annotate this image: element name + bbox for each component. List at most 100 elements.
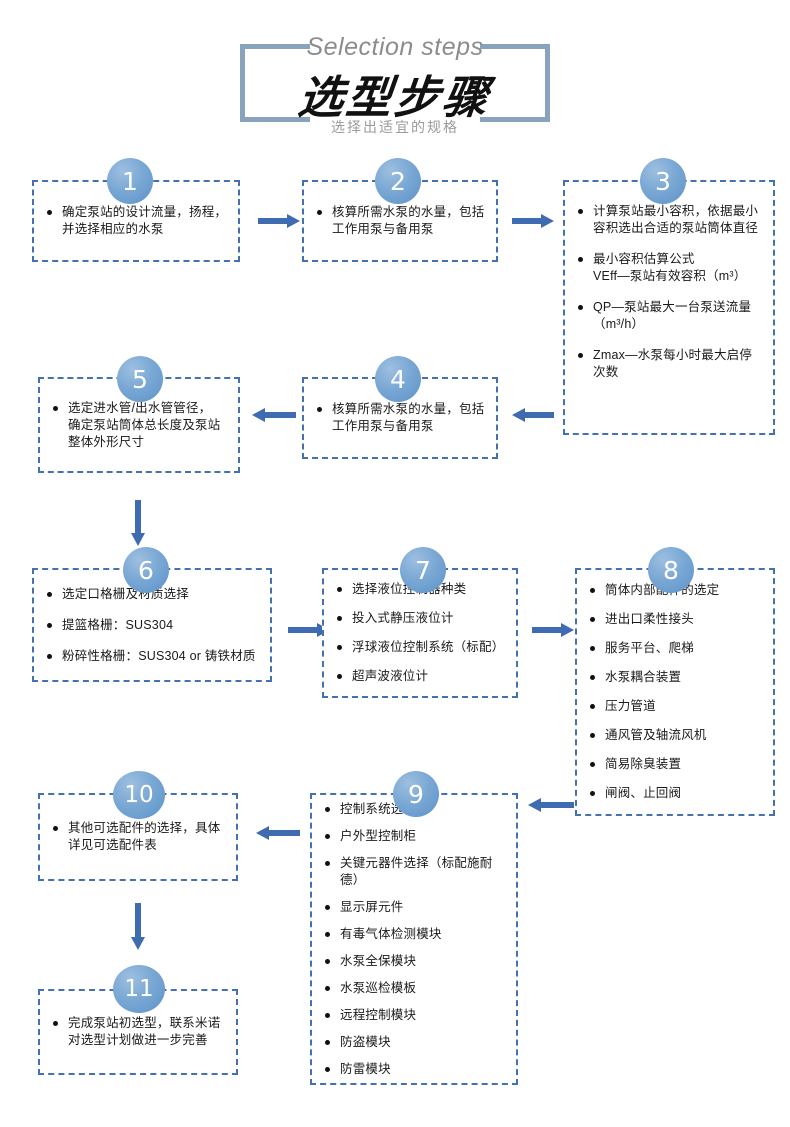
step-5-bullets: 选定进水管/出水管管径， 确定泵站筒体总长度及泵站 整体外形尺寸 (40, 379, 238, 471)
bullet-line-3: 整体外形尺寸 (68, 434, 145, 449)
list-item: 通风管及轴流风机 (589, 727, 763, 744)
step-badge-10: 10 (113, 771, 165, 819)
list-item: 关键元器件选择（标配施耐德） (324, 855, 506, 889)
page-header: Selection steps 选型步骤 选择出适宜的规格 (0, 0, 790, 150)
step-badge-11: 11 (113, 965, 165, 1013)
list-item: 显示屏元件 (324, 899, 506, 916)
bullet-line-1: 投入式静压液位计 (352, 611, 454, 625)
bullet-line-1: 选定进水管/出水管管径， (68, 400, 212, 415)
bullet-line-2: 并选择相应的水泵 (62, 222, 164, 236)
bullet-line-1: 服务平台、爬梯 (605, 641, 694, 655)
bullet-line-1: QP—泵站最大一台泵送流量 (593, 300, 752, 314)
list-item: 远程控制模块 (324, 1007, 506, 1024)
list-item: 水泵耦合装置 (589, 669, 763, 686)
bullet-line-2: VEff—泵站有效容积（m³） (593, 269, 747, 283)
step-8-bullets: 筒体内部配件的选定 进出口柔性接头 服务平台、爬梯 水泵耦合装置 压力管道 通风… (577, 570, 773, 814)
step-badge-4: 4 (375, 356, 421, 402)
step-box-3[interactable]: 计算泵站最小容积，依据最小 容积选出合适的泵站筒体直径 最小容积估算公式 VEf… (563, 180, 775, 435)
bullet-line-1: 通风管及轴流风机 (605, 728, 707, 742)
arrow-8-to-9 (528, 798, 574, 812)
bullet-line-2: 容积选出合适的泵站筒体直径 (593, 221, 759, 235)
bullet-line-1: 超声波液位计 (352, 669, 429, 683)
bullet-line-1: 防盗模块 (340, 1034, 391, 1049)
list-item: 水泵全保模块 (324, 953, 506, 970)
bullet-line-2: 工作用泵与备用泵 (332, 419, 434, 433)
step-badge-7: 7 (400, 547, 446, 593)
bullet-line-1: 远程控制模块 (340, 1007, 417, 1022)
step-3-bullets: 计算泵站最小容积，依据最小 容积选出合适的泵站筒体直径 最小容积估算公式 VEf… (565, 182, 773, 433)
list-item: 计算泵站最小容积，依据最小 容积选出合适的泵站筒体直径 (577, 203, 763, 237)
step-badge-9: 9 (393, 771, 439, 817)
step-4-bullets: 核算所需水泵的水量，包括 工作用泵与备用泵 (304, 379, 496, 457)
arrow-5-to-6 (131, 500, 145, 546)
arrow-3-to-4 (512, 408, 554, 422)
list-item: 超声波液位计 (336, 668, 506, 685)
bullet-line-1: 提篮格栅：SUS304 (62, 617, 174, 632)
step-1-bullets: 确定泵站的设计流量，扬程， 并选择相应的水泵 (34, 182, 238, 260)
step-11-bullets: 完成泵站初选型，联系米诺 对选型计划做进一步完善 (40, 991, 236, 1073)
list-item: 确定泵站的设计流量，扬程， 并选择相应的水泵 (46, 204, 228, 238)
bullet-line-1: 粉碎性格栅：SUS304 or 铸铁材质 (62, 648, 256, 663)
list-item: 简易除臭装置 (589, 756, 763, 773)
bullet-line-2: 对选型计划做进一步完善 (68, 1033, 208, 1047)
step-badge-8: 8 (648, 547, 694, 593)
bullet-line-1: 闸阀、止回阀 (605, 786, 682, 800)
step-10-bullets: 其他可选配件的选择，具体 详见可选配件表 (40, 795, 236, 879)
step-badge-3: 3 (640, 158, 686, 204)
step-box-8[interactable]: 筒体内部配件的选定 进出口柔性接头 服务平台、爬梯 水泵耦合装置 压力管道 通风… (575, 568, 775, 816)
bullet-line-1: 最小容积估算公式 (593, 252, 695, 266)
bullet-line-1: 选定口格栅及材质选择 (62, 586, 190, 601)
bullet-line-1: 完成泵站初选型，联系米诺 (68, 1016, 221, 1030)
arrow-1-to-2 (258, 214, 300, 228)
step-2-bullets: 核算所需水泵的水量，包括 工作用泵与备用泵 (304, 182, 496, 260)
list-item: 户外型控制柜 (324, 828, 506, 845)
bullet-line-1: 其他可选配件的选择，具体 (68, 821, 221, 835)
list-item: 核算所需水泵的水量，包括 工作用泵与备用泵 (316, 401, 486, 435)
list-item: 粉碎性格栅：SUS304 or 铸铁材质 (46, 648, 260, 665)
arrow-7-to-8 (532, 623, 574, 637)
bullet-line-2: 确定泵站筒体总长度及泵站 (68, 417, 221, 432)
bullet-line-1: 户外型控制柜 (340, 828, 417, 843)
bullet-line-1: 防雷模块 (340, 1061, 391, 1076)
bullet-line-1: Zmax—水泵每小时最大启停 (593, 348, 753, 362)
arrow-10-to-11 (131, 903, 145, 951)
step-box-9[interactable]: 控制系统选择 户外型控制柜 关键元器件选择（标配施耐德） 显示屏元件 有毒气体检… (310, 793, 518, 1085)
list-item: 投入式静压液位计 (336, 610, 506, 627)
header-frame-right (480, 44, 550, 122)
bullet-line-1: 进出口柔性接头 (605, 612, 694, 626)
step-box-4[interactable]: 核算所需水泵的水量，包括 工作用泵与备用泵 (302, 377, 498, 459)
bullet-line-1: 水泵全保模块 (340, 953, 417, 968)
list-item: Zmax—水泵每小时最大启停 次数 (577, 347, 763, 381)
bullet-line-2: 工作用泵与备用泵 (332, 222, 434, 236)
bullet-line-1: 浮球液位控制系统（标配） (352, 640, 505, 654)
bullet-line-2: （m³/h） (593, 317, 645, 331)
bullet-line-1: 核算所需水泵的水量，包括 (332, 205, 485, 219)
list-item: 服务平台、爬梯 (589, 640, 763, 657)
arrow-4-to-5 (252, 408, 296, 422)
bullet-line-1: 简易除臭装置 (605, 757, 682, 771)
list-item: 完成泵站初选型，联系米诺 对选型计划做进一步完善 (52, 1015, 226, 1049)
bullet-line-2: 次数 (593, 365, 619, 379)
bullet-line-1: 水泵巡检模板 (340, 980, 417, 995)
list-item: 闸阀、止回阀 (589, 785, 763, 802)
list-item: 选定进水管/出水管管径， 确定泵站筒体总长度及泵站 整体外形尺寸 (52, 400, 228, 451)
step-badge-2: 2 (375, 158, 421, 204)
bullet-line-1: 计算泵站最小容积，依据最小 (593, 204, 759, 218)
list-item: 提篮格栅：SUS304 (46, 617, 260, 634)
bullet-line-2: 详见可选配件表 (68, 838, 157, 852)
bullet-line-1: 水泵耦合装置 (605, 670, 682, 684)
step-box-11[interactable]: 完成泵站初选型，联系米诺 对选型计划做进一步完善 (38, 989, 238, 1075)
bullet-line-1: 有毒气体检测模块 (340, 926, 442, 941)
list-item: 有毒气体检测模块 (324, 926, 506, 943)
bullet-line-1: 显示屏元件 (340, 899, 404, 914)
header-subtitle: 选择出适宜的规格 (331, 119, 459, 135)
step-badge-6: 6 (123, 547, 169, 593)
header-frame-left (240, 44, 310, 122)
list-item: 水泵巡检模板 (324, 980, 506, 997)
list-item: QP—泵站最大一台泵送流量 （m³/h） (577, 299, 763, 333)
header-english-title: Selection steps (306, 33, 484, 61)
list-item: 最小容积估算公式 VEff—泵站有效容积（m³） (577, 251, 763, 285)
arrow-9-to-10 (256, 826, 300, 840)
bullet-line-1: 确定泵站的设计流量，扬程， (62, 205, 228, 219)
